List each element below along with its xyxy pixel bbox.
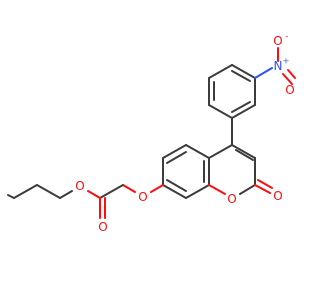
nitro-bond [254,67,273,79]
bond [185,144,210,159]
double-bond-inner [166,151,187,164]
nitro-oxygen-top-label: O [273,34,282,48]
benzo-ring [162,144,210,199]
carbonyl-bond [254,184,271,194]
bond [162,144,187,159]
bond [36,184,61,199]
ether-oxygen-label: O [138,190,147,204]
nitrophenyl-ring [208,47,296,146]
ring-oxygen-label: O [227,192,236,206]
bond [150,184,164,193]
bond [87,190,101,199]
double-bond-inner [166,179,187,192]
bond [239,184,256,195]
nitro-o-double [287,69,296,79]
bond [208,104,233,119]
bond [208,144,233,159]
bond [59,190,73,199]
bond [185,184,210,199]
bond [162,184,187,199]
ester-oxygen-label: O [75,179,84,193]
carbonyl-bond [257,179,273,189]
carbonyl-oxygen-label: O [273,189,282,203]
double-bond [235,149,254,161]
nitro-nitrogen-label: N [274,59,283,73]
bond [99,184,124,199]
bond [231,64,256,79]
bond [208,64,233,79]
nitro-oxygen-top-charge: - [286,32,289,41]
side-chain [7,184,164,219]
structure-canvas: O O O O O N + O - O [7,31,296,234]
bond [13,184,38,199]
bond [122,184,136,193]
bond [7,194,15,199]
double-bond-inner [231,101,251,113]
ester-carbonyl-oxygen-label: O [98,220,107,234]
bond [208,184,226,195]
nitro-oxygen-side-label: O [285,83,294,97]
bond [231,144,256,159]
pyrone-ring [208,144,273,195]
double-bond-inner [231,70,251,82]
bond [231,104,256,119]
nitro-o-bond [282,73,293,85]
nitro-nitrogen-charge: + [283,57,290,66]
molecule-diagram: O O O O O N + O - O [7,32,296,234]
